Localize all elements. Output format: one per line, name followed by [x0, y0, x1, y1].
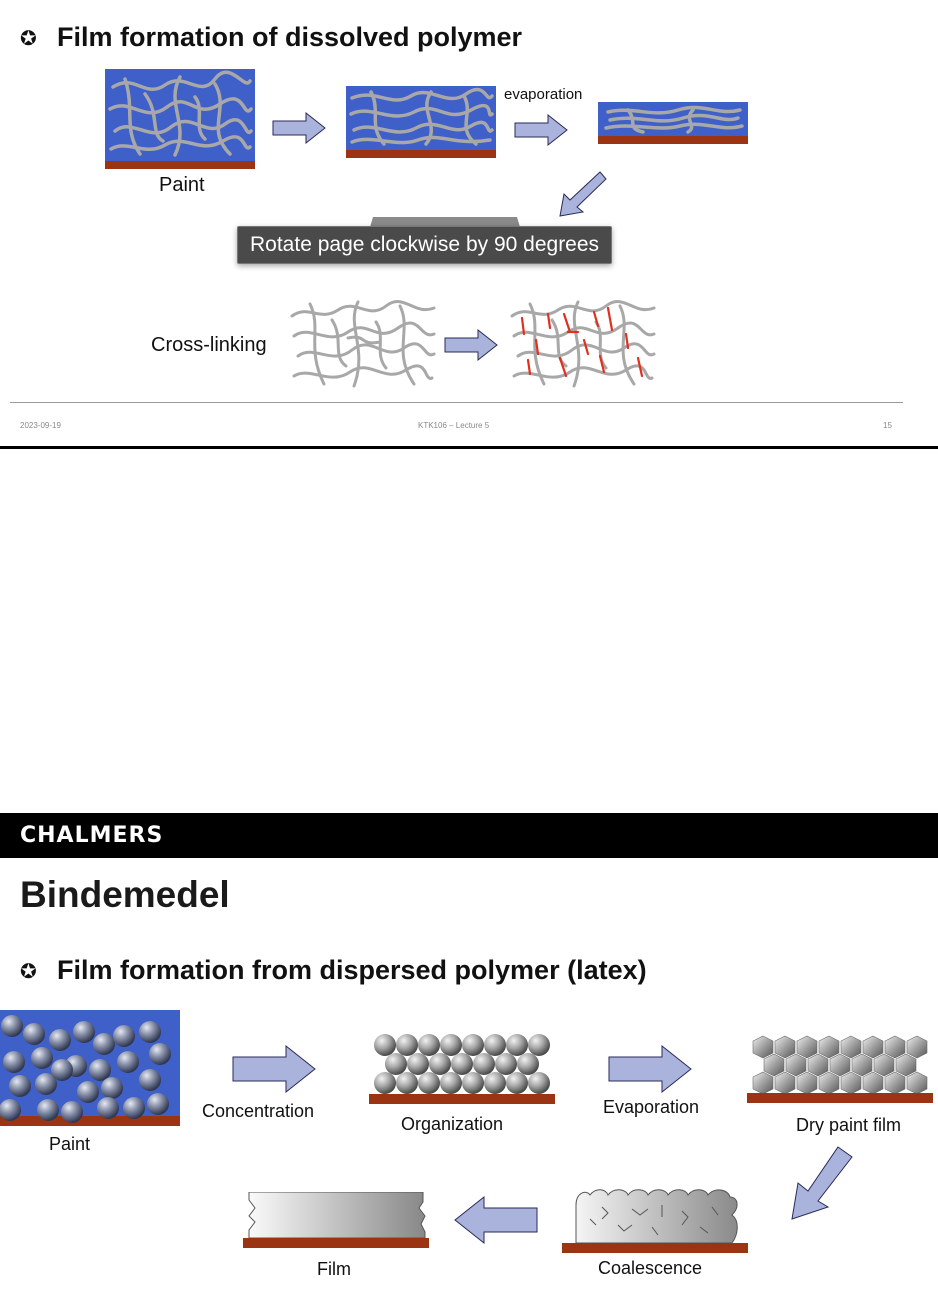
- dried-film-diagram: [598, 102, 748, 144]
- down-left-arrow-icon: [791, 1146, 853, 1220]
- footer-page-number: 15: [883, 421, 892, 430]
- right-arrow-icon: [514, 114, 568, 146]
- dry-paint-film-label: Dry paint film: [796, 1115, 902, 1135]
- organization-label: Organization: [401, 1114, 504, 1134]
- chalmers-logo: CHALMERS: [20, 823, 164, 848]
- film-label: Film: [317, 1259, 351, 1279]
- slide-title: Bindemedel: [20, 874, 230, 915]
- latex-paint-label: Paint: [49, 1134, 91, 1154]
- down-left-arrow-icon: [559, 171, 607, 217]
- coalescence-diagram: [562, 1189, 748, 1253]
- crosslinking-label: Cross-linking: [151, 334, 267, 356]
- left-arrow-icon: [454, 1196, 538, 1244]
- evaporating-solution-diagram: [346, 86, 496, 158]
- right-arrow-icon: [444, 329, 498, 361]
- gear-bullet-icon: ✪: [20, 961, 37, 983]
- final-film-diagram: [243, 1192, 429, 1248]
- uncrosslinked-chains-diagram: [290, 300, 436, 388]
- footer-course: KTK106 – Lecture 5: [418, 421, 490, 430]
- chalmers-header-bar: CHALMERS: [0, 813, 938, 858]
- evaporation-label: evaporation: [504, 86, 583, 103]
- latex-paint-diagram: [0, 1010, 180, 1126]
- paint-label: Paint: [159, 174, 205, 196]
- coalescence-label: Coalescence: [598, 1258, 703, 1278]
- page-separator: [0, 446, 938, 449]
- right-arrow-icon: [608, 1045, 692, 1093]
- slide-heading: Film formation of dissolved polymer: [57, 22, 523, 52]
- dry-paint-film-diagram: [747, 1035, 933, 1103]
- right-arrow-icon: [232, 1045, 316, 1093]
- slide-15: ✪ Film formation of dissolved polymer Pa…: [0, 0, 938, 446]
- rotate-tooltip: Rotate page clockwise by 90 degrees: [237, 226, 613, 264]
- tooltip-pointer: [370, 217, 520, 227]
- organization-diagram: [369, 1034, 555, 1104]
- evaporation-step-label: Evaporation: [603, 1097, 700, 1117]
- slide-heading: Film formation from dispersed polymer (l…: [57, 955, 647, 985]
- gear-bullet-icon: ✪: [20, 28, 37, 50]
- concentration-label: Concentration: [202, 1101, 315, 1121]
- footer-date: 2023-09-19: [20, 421, 61, 430]
- right-arrow-icon: [272, 112, 326, 144]
- paint-solution-diagram: [105, 69, 255, 169]
- footer-divider: [10, 402, 903, 403]
- crosslinked-network-diagram: [510, 300, 656, 388]
